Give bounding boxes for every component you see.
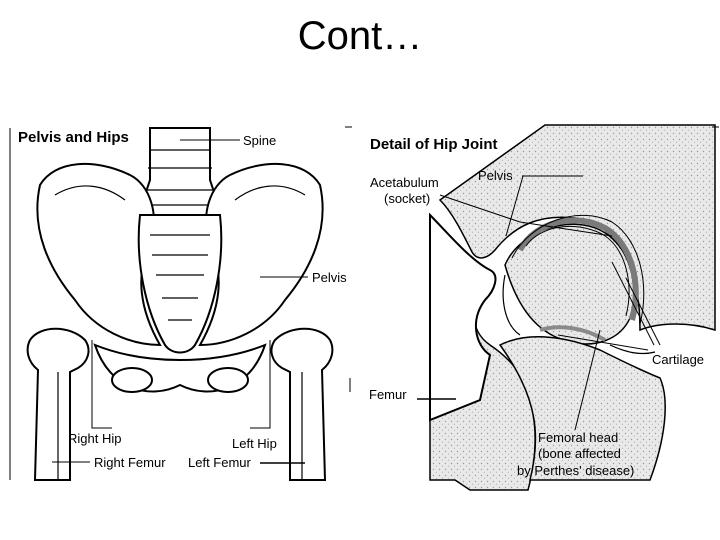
label-pelvis-left: Pelvis bbox=[312, 270, 347, 285]
label-right-hip: Right Hip bbox=[68, 431, 121, 446]
label-pelvis-right: Pelvis bbox=[478, 168, 513, 183]
label-cartilage: Cartilage bbox=[652, 352, 704, 367]
label-right-femur: Right Femur bbox=[94, 455, 166, 470]
label-femoral-head: Femoral head bbox=[538, 430, 618, 445]
label-acetabulum: Acetabulum bbox=[370, 175, 439, 190]
slide-title: Cont… bbox=[297, 14, 423, 58]
label-perthes-disease: by Perthes' disease) bbox=[517, 463, 634, 478]
pelvis-figure-heading: Pelvis and Hips bbox=[18, 129, 129, 146]
label-left-hip: Left Hip bbox=[232, 436, 277, 451]
label-acetabulum-socket: (socket) bbox=[384, 191, 430, 206]
label-left-femur: Left Femur bbox=[188, 455, 252, 470]
label-spine: Spine bbox=[243, 133, 276, 148]
pelvis-leader-lines bbox=[52, 139, 308, 464]
label-femoral-head-note: (bone affected bbox=[538, 446, 621, 461]
hip-joint-figure-heading: Detail of Hip Joint bbox=[370, 136, 498, 153]
hip-joint-leader-lines bbox=[417, 175, 661, 431]
hip-joint-illustration bbox=[429, 124, 716, 491]
label-femur: Femur bbox=[369, 387, 407, 402]
pelvis-illustration bbox=[9, 127, 334, 481]
